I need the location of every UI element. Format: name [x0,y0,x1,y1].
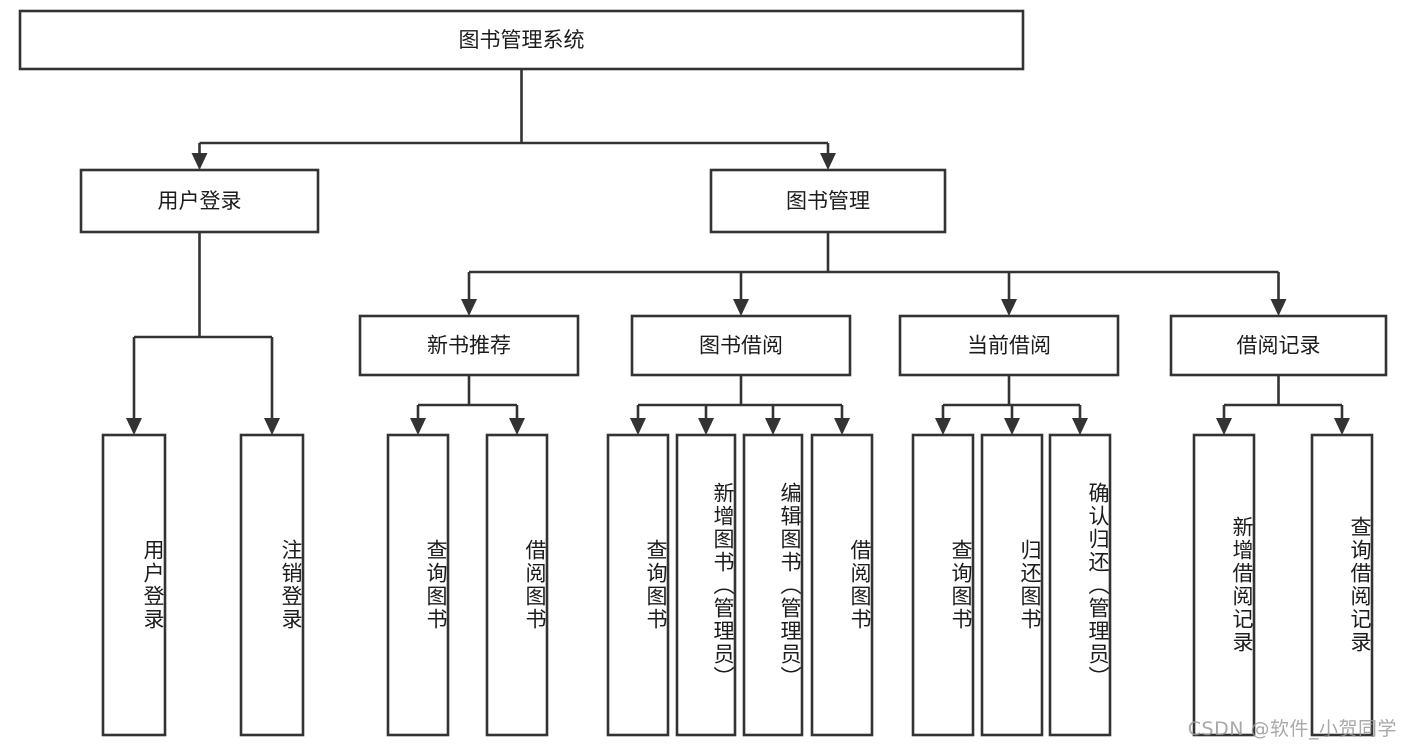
leaf-user-logout-rect[interactable] [239,433,305,737]
leaf-user-login-do-rect[interactable] [101,433,167,737]
watermark-label: CSDN @软件_小贺同学 [1187,718,1397,740]
edge-borrow-records-arrowhead-1 [1334,418,1350,435]
leaf-query-borrow-record[interactable] [1310,433,1374,737]
leaf-query-borrow-record-rect[interactable] [1310,433,1374,737]
edge-user-login-arrowhead-1 [264,418,280,435]
edge-borrow-records-arrowhead-0 [1216,418,1232,435]
leaf-return-book[interactable] [980,433,1044,737]
node-user-login-rect[interactable] [79,168,320,234]
node-book-borrow-label: 图书借阅 [699,334,783,358]
node-root-label: 图书管理系统 [459,28,585,52]
leaf-query-book-2[interactable] [606,433,670,737]
leaf-borrow-book-1-rect[interactable] [485,433,549,737]
edge-new-book-recommend-arrowhead-1 [509,418,525,435]
edge-root-arrowhead-0 [191,153,208,170]
leaf-edit-book-admin[interactable] [742,433,804,737]
edge-new-book-recommend-arrowhead-0 [410,418,426,435]
leaf-add-borrow-record[interactable] [1192,433,1256,737]
edge-current-borrow-arrowhead-0 [935,418,951,435]
node-root[interactable] [18,9,1025,71]
leaf-confirm-return-admin-rect[interactable] [1048,433,1112,737]
edge-root-arrowhead-1 [820,153,836,170]
edge-book-borrow-arrowhead-2 [765,418,781,435]
leaf-user-logout[interactable] [239,433,305,737]
leaf-borrow-book-2[interactable] [810,433,874,737]
node-user-login-label: 用户登录 [158,189,242,213]
leaf-borrow-book-1[interactable] [485,433,549,737]
leaf-query-book-3-rect[interactable] [911,433,975,737]
node-current-borrow-label: 当前借阅 [967,334,1051,358]
edge-current-borrow-arrowhead-2 [1072,418,1088,435]
edge-book-manage-arrowhead-1 [733,299,749,316]
leaf-add-book-admin[interactable] [675,433,737,737]
leaf-query-book-1[interactable] [386,433,450,737]
leaf-query-book-2-rect[interactable] [606,433,670,737]
leaf-confirm-return-admin[interactable] [1048,433,1112,737]
node-borrow-records-label: 借阅记录 [1237,334,1321,358]
leaf-query-book-3[interactable] [911,433,975,737]
edge-book-borrow-arrowhead-1 [698,418,714,435]
edge-user-login-arrowhead-0 [126,418,142,435]
leaf-add-borrow-record-rect[interactable] [1192,433,1256,737]
node-new-book-recommend-label: 新书推荐 [427,334,511,358]
node-user-login[interactable] [79,168,320,234]
node-book-borrow-rect[interactable] [630,314,852,377]
edge-book-manage-arrowhead-0 [461,299,477,316]
leaf-edit-book-admin-rect[interactable] [742,433,804,737]
edge-book-borrow-arrowhead-3 [834,418,850,435]
edge-book-manage-arrowhead-2 [1001,299,1017,316]
leaf-add-book-admin-rect[interactable] [675,433,737,737]
node-book-manage-label: 图书管理 [786,189,870,213]
leaf-borrow-book-2-rect[interactable] [810,433,874,737]
leaf-query-book-1-rect[interactable] [386,433,450,737]
node-book-borrow[interactable] [630,314,852,377]
edge-current-borrow-arrowhead-1 [1004,418,1020,435]
edge-book-manage-arrowhead-3 [1270,299,1287,316]
node-root-rect[interactable] [18,9,1025,71]
leaf-return-book-rect[interactable] [980,433,1044,737]
leaf-user-login-do[interactable] [101,433,167,737]
edge-book-borrow-arrowhead-0 [630,418,646,435]
